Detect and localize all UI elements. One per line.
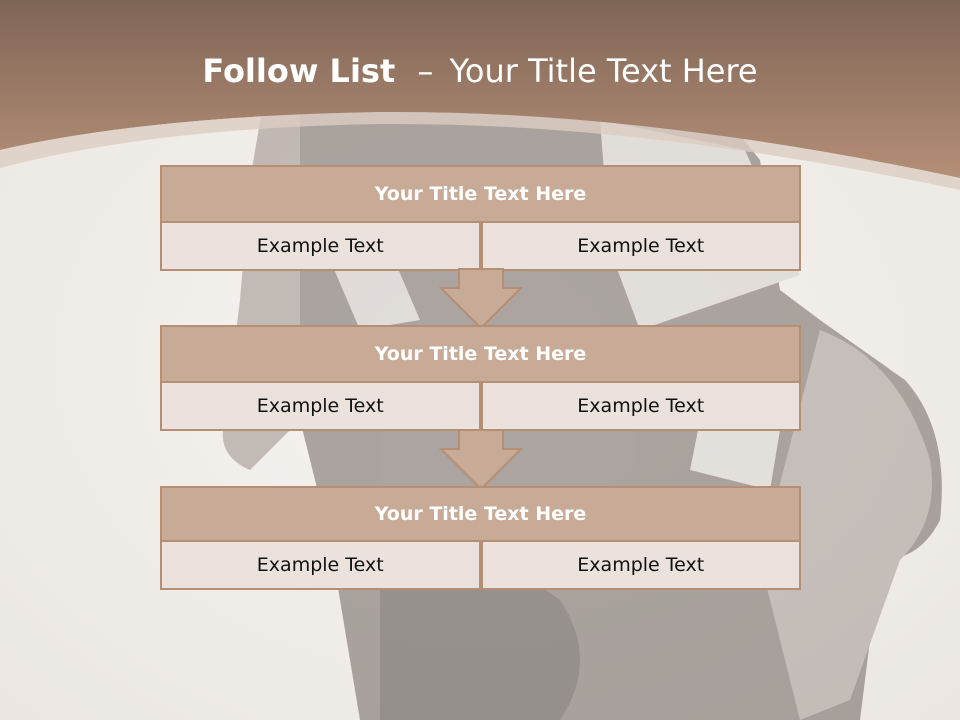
block-cell-left: Example Text xyxy=(160,383,481,431)
title-rest-part: Your Title Text Here xyxy=(449,52,758,90)
block-cell-left: Example Text xyxy=(160,223,481,271)
title-dash: – xyxy=(417,52,434,90)
list-block-3: Your Title Text Here Example Text Exampl… xyxy=(160,486,801,590)
block-row: Example Text Example Text xyxy=(160,223,801,271)
list-block-2: Your Title Text Here Example Text Exampl… xyxy=(160,325,801,431)
down-arrow-icon xyxy=(439,429,523,491)
block-row: Example Text Example Text xyxy=(160,383,801,431)
block-cell-left: Example Text xyxy=(160,542,481,590)
block-title: Your Title Text Here xyxy=(160,165,801,223)
block-title: Your Title Text Here xyxy=(160,325,801,383)
block-title: Your Title Text Here xyxy=(160,486,801,542)
block-cell-right: Example Text xyxy=(480,383,801,431)
slide-title: Follow List – Your Title Text Here xyxy=(0,52,960,90)
list-block-1: Your Title Text Here Example Text Exampl… xyxy=(160,165,801,271)
down-arrow-icon xyxy=(439,268,523,330)
block-cell-right: Example Text xyxy=(480,542,801,590)
title-bold-part: Follow List xyxy=(202,52,396,90)
block-row: Example Text Example Text xyxy=(160,542,801,590)
block-cell-right: Example Text xyxy=(480,223,801,271)
